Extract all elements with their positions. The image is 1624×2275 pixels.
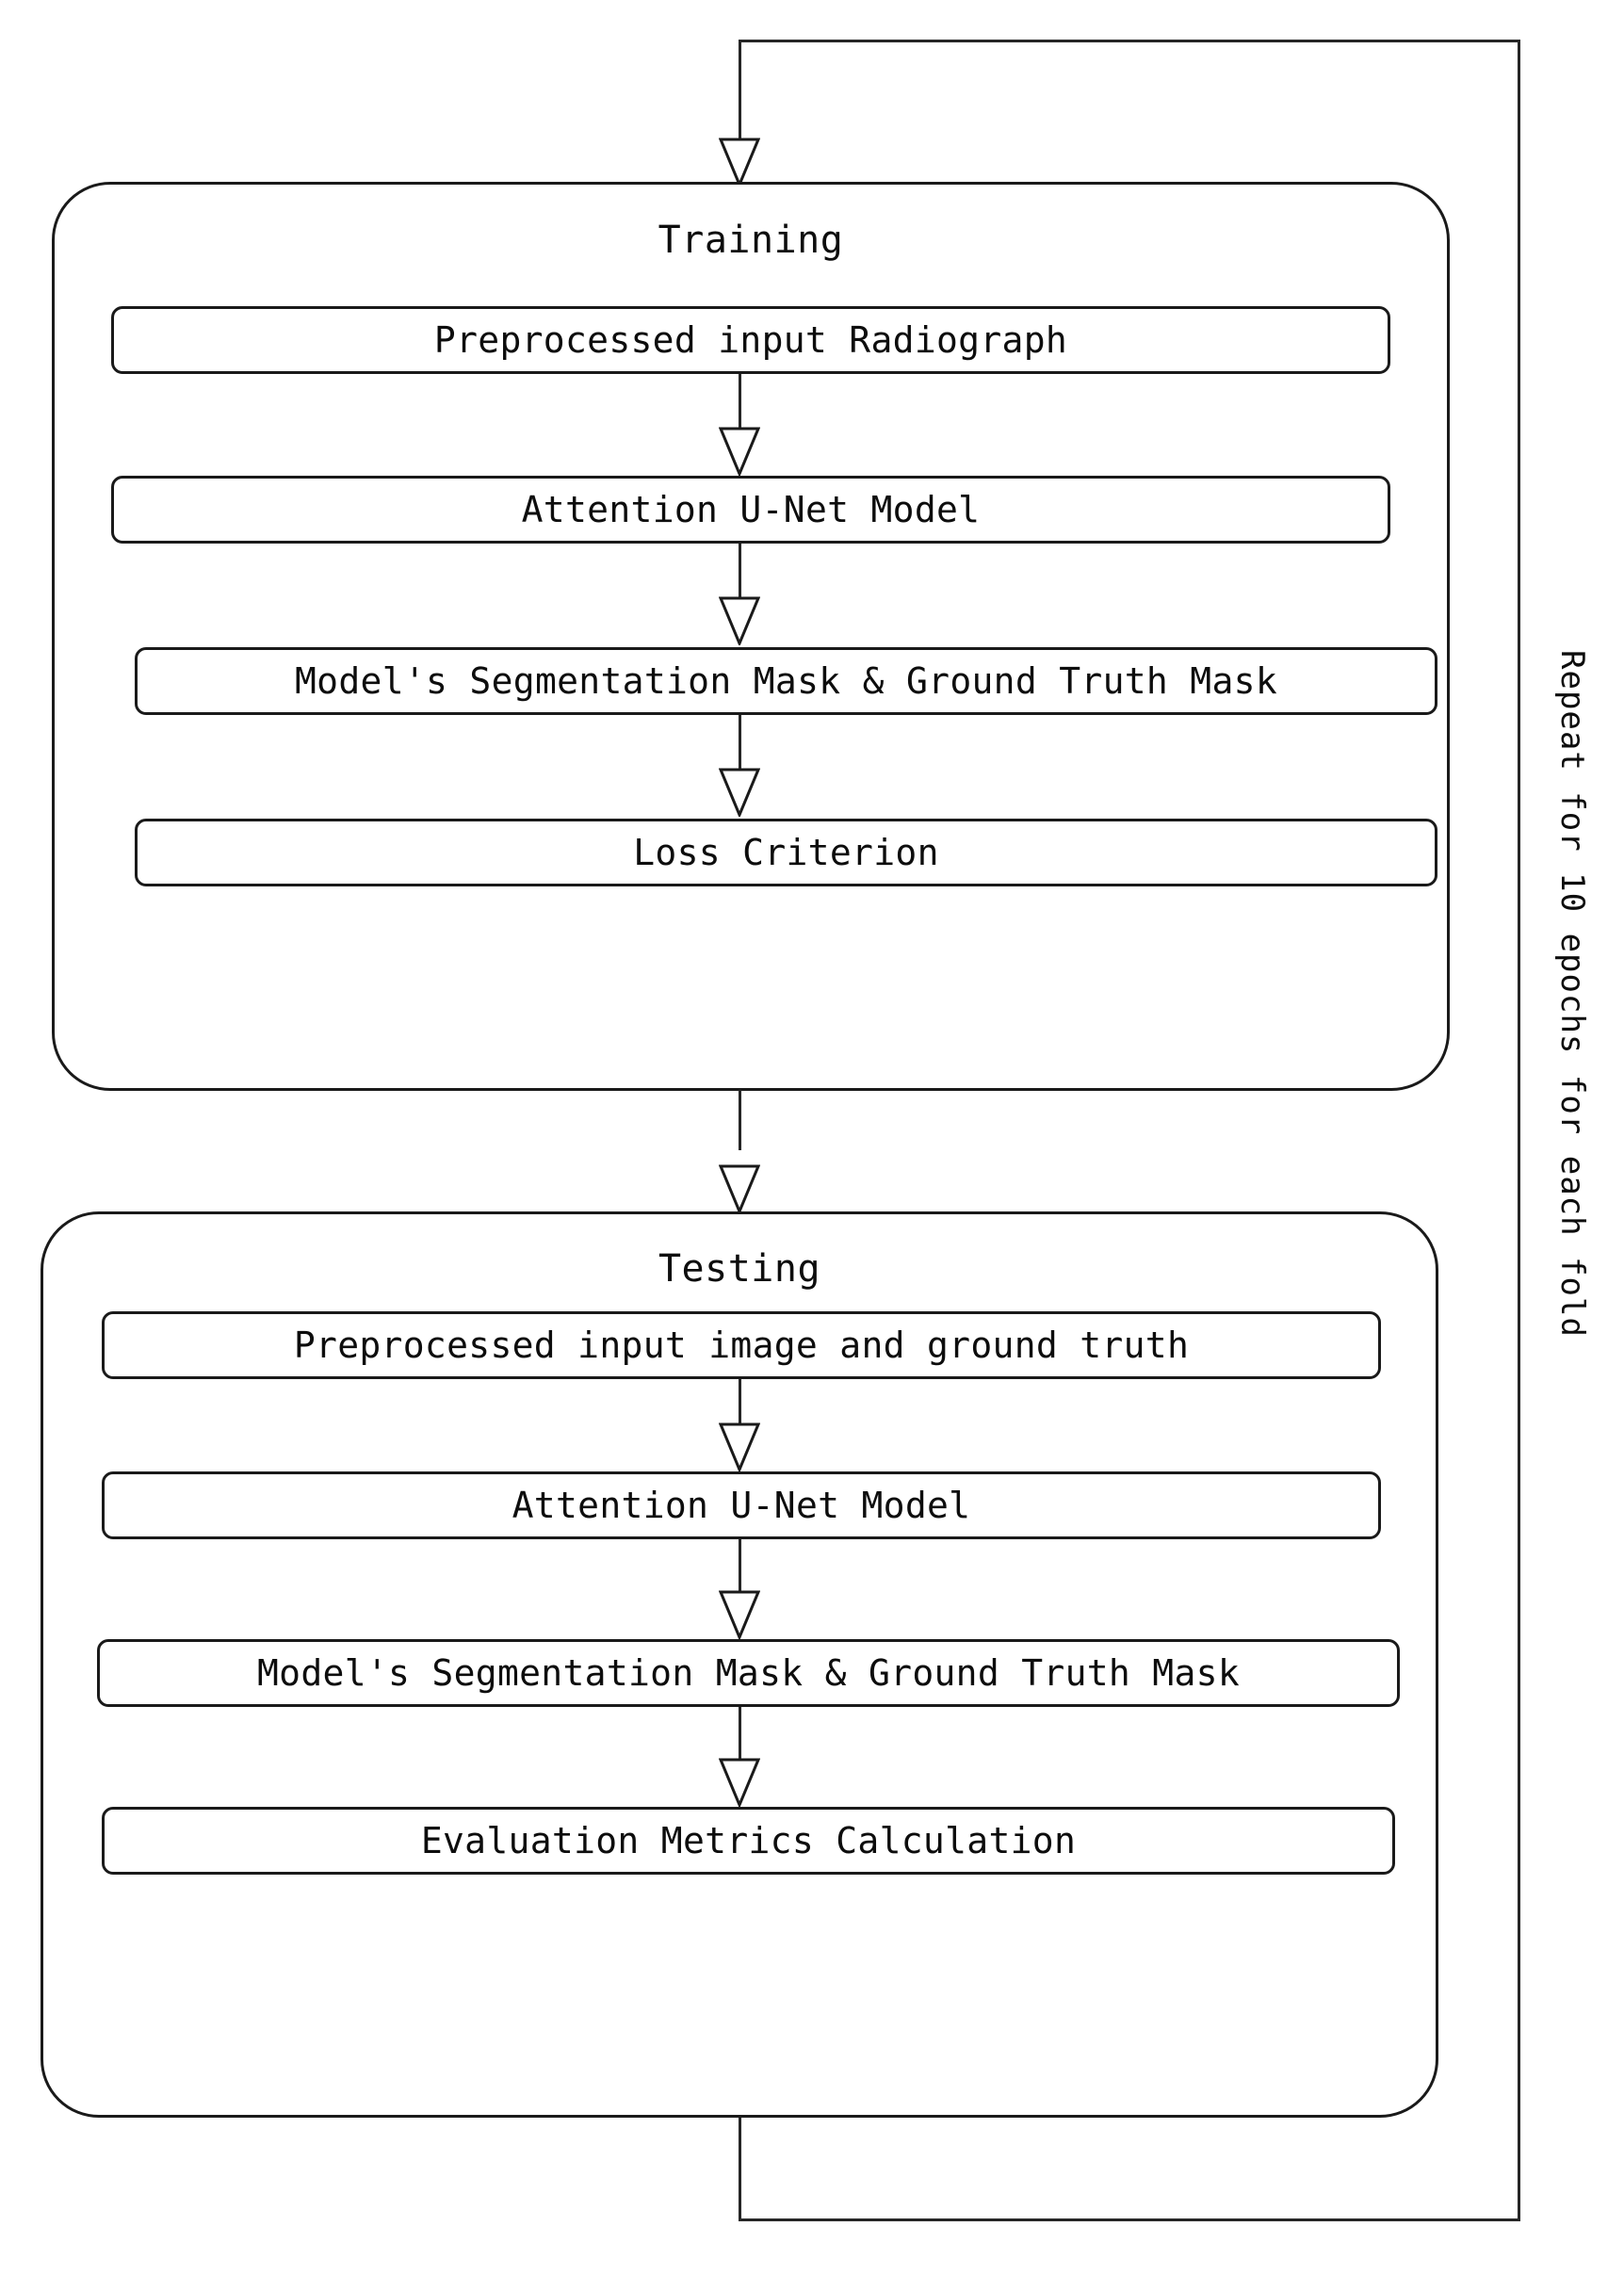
loop-exit-drop xyxy=(739,2116,741,2221)
training-node-3-label: Model's Segmentation Mask & Ground Truth… xyxy=(294,660,1277,702)
testing-node-segmentation-and-ground-truth-mask: Model's Segmentation Mask & Ground Truth… xyxy=(97,1639,1400,1707)
testing-node-3-label: Model's Segmentation Mask & Ground Truth… xyxy=(256,1652,1240,1694)
testing-edge-1-line xyxy=(739,1379,741,1426)
training-edge-1-line xyxy=(739,374,741,431)
training-edge-3-line xyxy=(739,715,741,772)
training-node-loss-criterion: Loss Criterion xyxy=(135,819,1437,886)
testing-node-attention-unet-model: Attention U-Net Model xyxy=(102,1471,1381,1539)
training-node-4-label: Loss Criterion xyxy=(633,832,939,873)
training-node-preprocessed-input-radiograph: Preprocessed input Radiograph xyxy=(111,306,1390,374)
training-node-attention-unet-model: Attention U-Net Model xyxy=(111,476,1390,544)
training-edge-2-line xyxy=(739,544,741,600)
loop-caption-label: Repeat for 10 epochs for each fold xyxy=(1553,650,1591,1338)
training-group-title: Training xyxy=(658,219,844,262)
loop-entry-drop xyxy=(739,40,741,141)
testing-edge-3-line xyxy=(739,1707,741,1762)
loop-top-segment xyxy=(739,40,1520,42)
testing-edge-2-line xyxy=(739,1539,741,1594)
testing-node-1-label: Preprocessed input image and ground trut… xyxy=(293,1324,1190,1366)
loop-bottom-segment xyxy=(739,2218,1520,2221)
training-node-segmentation-and-ground-truth-mask: Model's Segmentation Mask & Ground Truth… xyxy=(135,647,1437,715)
testing-group-title: Testing xyxy=(658,1247,821,1291)
testing-node-2-label: Attention U-Net Model xyxy=(512,1485,971,1526)
training-node-2-label: Attention U-Net Model xyxy=(521,489,981,530)
training-node-1-label: Preprocessed input Radiograph xyxy=(433,319,1068,361)
testing-node-4-label: Evaluation Metrics Calculation xyxy=(420,1820,1077,1861)
training-to-testing-line xyxy=(739,1090,741,1150)
loop-right-rail xyxy=(1518,40,1520,2221)
testing-node-evaluation-metrics-calculation: Evaluation Metrics Calculation xyxy=(102,1807,1395,1875)
testing-node-preprocessed-input-and-ground-truth: Preprocessed input image and ground trut… xyxy=(102,1311,1381,1379)
